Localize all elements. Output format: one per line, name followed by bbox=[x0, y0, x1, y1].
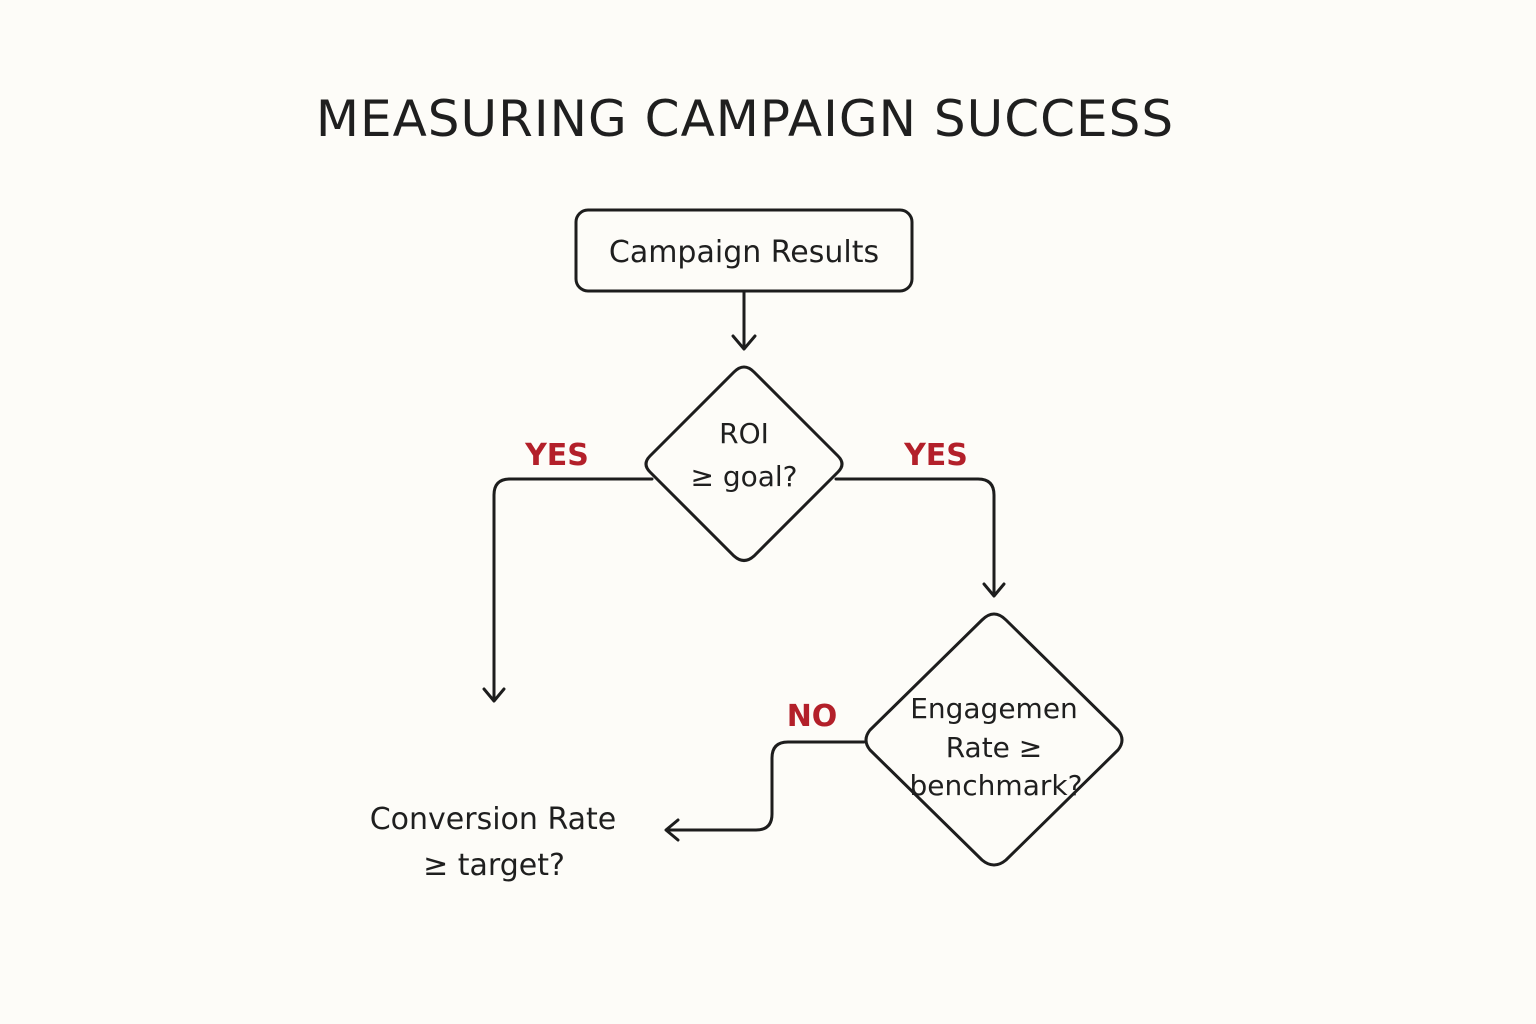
arrowhead-roi-to-conversion bbox=[482, 687, 506, 703]
engagement-label-line1: Engagemen bbox=[910, 692, 1078, 725]
campaign-results-label: Campaign Results bbox=[609, 235, 879, 270]
conversion-label-line2: ≥ target? bbox=[423, 848, 565, 883]
conversion-label-line1: Conversion Rate bbox=[370, 802, 617, 837]
campaign-results-node: Campaign Results bbox=[574, 208, 914, 293]
roi-decision-node: ROI ≥ goal? bbox=[644, 365, 844, 562]
roi-yes-right-label: YES bbox=[903, 438, 968, 473]
connector-roi-to-engagement bbox=[834, 477, 996, 597]
arrowhead-engagement-to-conversion bbox=[664, 818, 680, 842]
connector-engagement-to-conversion bbox=[666, 740, 866, 832]
roi-label-line2: ≥ goal? bbox=[690, 460, 797, 493]
diagram-title: MEASURING CAMPAIGN SUCCESS bbox=[316, 90, 1174, 148]
engagement-diamond bbox=[864, 612, 1124, 867]
roi-label-line1: ROI bbox=[719, 417, 769, 450]
arrowhead-roi-to-engagement bbox=[982, 582, 1006, 598]
conversion-rate-node: Conversion Rate ≥ target? bbox=[370, 802, 617, 883]
roi-yes-left-label: YES bbox=[524, 438, 589, 473]
engagement-decision-node: Engagemen Rate ≥ benchmark? bbox=[864, 612, 1124, 867]
engagement-no-label: NO bbox=[787, 699, 838, 734]
engagement-label-line2: Rate ≥ bbox=[946, 731, 1043, 764]
roi-diamond bbox=[644, 365, 844, 562]
engagement-label-line3: benchmark? bbox=[910, 769, 1083, 802]
arrowhead-results-to-roi bbox=[731, 334, 757, 351]
connector-roi-to-conversion bbox=[492, 477, 654, 702]
